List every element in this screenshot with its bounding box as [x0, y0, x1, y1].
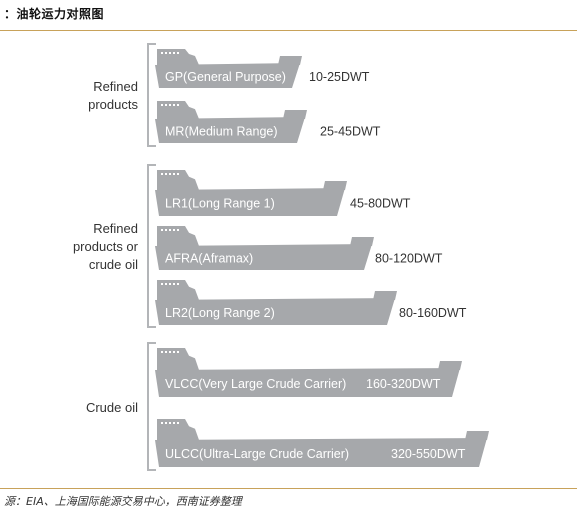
window-mark: [169, 351, 171, 353]
top-rule: [0, 30, 577, 31]
hull-shape: [155, 438, 487, 467]
bow-shape: [278, 56, 302, 65]
window-mark: [165, 52, 167, 54]
window-mark: [169, 52, 171, 54]
tanker-5: LR2(Long Range 2) 80-160DWT: [155, 280, 467, 325]
window-mark: [165, 229, 167, 231]
tanker-3: LR1(Long Range 1) 45-80DWT: [155, 170, 411, 216]
hull-shape: [155, 368, 460, 397]
group-bracket: [147, 43, 156, 147]
dwt-range-label: 25-45DWT: [320, 125, 381, 139]
superstructure-shape: [157, 226, 199, 246]
window-mark: [161, 283, 163, 285]
dwt-range-label: 10-25DWT: [309, 70, 370, 84]
tanker-2: MR(Medium Range) 25-45DWT: [155, 101, 381, 143]
hull-shape: [155, 63, 300, 88]
dwt-range-label: 45-80DWT: [350, 197, 411, 211]
superstructure-shape: [157, 101, 199, 119]
source-note: 源：EIA、上海国际能源交易中心，西南证券整理: [4, 495, 242, 508]
superstructure-shape: [157, 280, 199, 300]
window-mark: [161, 422, 163, 424]
superstructure-shape: [157, 419, 199, 440]
superstructure-shape: [157, 170, 199, 190]
window-mark: [169, 283, 171, 285]
ship-class-label: ULCC(Ultra-Large Crude Carrier): [165, 447, 349, 461]
group-label-line: Refined: [93, 221, 138, 236]
window-mark: [169, 229, 171, 231]
tanker-4: AFRA(Aframax) 80-120DWT: [155, 226, 443, 270]
bow-shape: [438, 361, 462, 370]
window-mark: [173, 52, 175, 54]
window-mark: [173, 283, 175, 285]
window-mark: [169, 104, 171, 106]
bow-shape: [350, 237, 374, 246]
hull-shape: [155, 298, 395, 325]
window-mark: [177, 351, 179, 353]
window-mark: [177, 283, 179, 285]
ship-class-label: VLCC(Very Large Crude Carrier): [165, 377, 346, 391]
superstructure-shape: [157, 348, 199, 370]
group-label-line: Crude oil: [85, 400, 138, 415]
window-mark: [161, 52, 163, 54]
bow-shape: [323, 181, 347, 190]
window-mark: [165, 422, 167, 424]
group-bracket: [147, 164, 156, 328]
superstructure-shape: [157, 49, 199, 65]
window-mark: [161, 229, 163, 231]
group-label-refined-or-crude: Refined products or crude oil: [18, 220, 138, 274]
window-mark: [165, 173, 167, 175]
window-mark: [177, 104, 179, 106]
window-mark: [177, 52, 179, 54]
bottom-rule: [0, 488, 577, 489]
hull-shape: [155, 188, 345, 216]
window-mark: [165, 104, 167, 106]
tanker-7: ULCC(Ultra-Large Crude Carrier) 320-550DW…: [155, 419, 489, 467]
window-mark: [169, 422, 171, 424]
window-mark: [161, 104, 163, 106]
ship-class-label: LR2(Long Range 2): [165, 306, 275, 320]
window-mark: [165, 351, 167, 353]
window-mark: [169, 173, 171, 175]
window-mark: [161, 351, 163, 353]
figure-title: ：油轮运力对照图: [4, 7, 105, 21]
group-label-line: products or: [72, 239, 138, 254]
group-label-line: products: [88, 97, 138, 112]
tanker-6: VLCC(Very Large Crude Carrier) 160-320DWT: [155, 348, 462, 397]
group-label-line: Refined: [93, 79, 138, 94]
ship-class-label: LR1(Long Range 1): [165, 197, 275, 211]
group-label-crude-oil: Crude oil: [18, 399, 138, 417]
window-mark: [177, 422, 179, 424]
window-mark: [165, 283, 167, 285]
window-mark: [177, 173, 179, 175]
bow-shape: [465, 431, 489, 440]
tanker-1: GP(General Purpose) 10-25DWT: [155, 49, 370, 88]
bow-shape: [283, 110, 307, 119]
window-mark: [173, 173, 175, 175]
dwt-range-label: 80-160DWT: [399, 306, 467, 320]
window-mark: [177, 229, 179, 231]
group-bracket: [147, 342, 156, 471]
ship-class-label: GP(General Purpose): [165, 70, 286, 84]
ship-class-label: MR(Medium Range): [165, 125, 278, 139]
dwt-range-label: 80-120DWT: [375, 252, 443, 266]
window-mark: [173, 104, 175, 106]
hull-shape: [155, 244, 372, 270]
bow-shape: [373, 291, 397, 300]
group-label-line: crude oil: [88, 257, 138, 272]
dwt-range-label: 320-550DWT: [391, 447, 466, 461]
hull-shape: [155, 117, 305, 143]
ship-class-label: AFRA(Aframax): [165, 252, 253, 266]
window-mark: [173, 229, 175, 231]
window-mark: [161, 173, 163, 175]
group-label-refined-products: Refined products: [18, 78, 138, 114]
dwt-range-label: 160-320DWT: [366, 377, 441, 391]
window-mark: [173, 351, 175, 353]
window-mark: [173, 422, 175, 424]
